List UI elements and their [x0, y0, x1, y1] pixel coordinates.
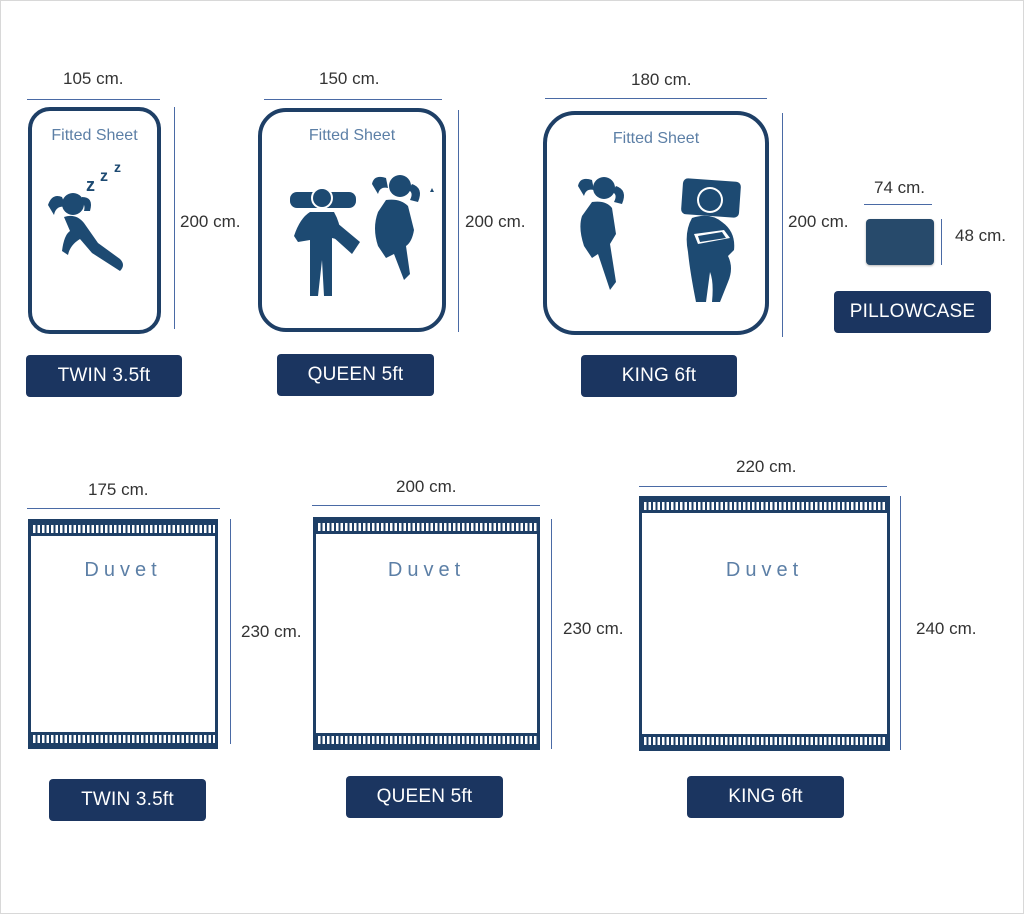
twin-sheet-width-label: 105 cm.	[63, 69, 124, 88]
two-sleepers-pillow-icon	[578, 177, 741, 302]
queen-sheet-length-line	[458, 110, 459, 332]
pillowcase-width-line	[864, 204, 932, 205]
queen-duvet-top-stitching	[316, 520, 537, 534]
twin-duvet-length-line	[230, 519, 231, 744]
king-duvet-title: Duvet	[725, 559, 804, 581]
twin-sheet-length-line	[174, 107, 175, 329]
queen-sheet-length-label: 200 cm.	[465, 212, 526, 231]
twin-duvet-width-line	[27, 508, 220, 509]
svg-text:z: z	[114, 159, 121, 175]
king-sheet-width-line	[545, 98, 767, 99]
queen-sheet-width-label: 150 cm.	[319, 69, 380, 88]
king-fitted-sheet: Fitted Sheet	[543, 111, 769, 335]
queen-duvet-length-line	[551, 519, 552, 749]
king-duvet-top-stitching	[642, 499, 887, 513]
queen-duvet-width-label: 200 cm.	[396, 477, 457, 496]
pillowcase-length-label: 48 cm.	[955, 226, 1007, 245]
pillowcase-length-line	[941, 219, 942, 265]
svg-text:z: z	[100, 168, 108, 185]
twin-duvet-top-stitching	[31, 522, 215, 536]
king-sheet-length-line	[782, 113, 783, 337]
queen-duvet-title: Duvet	[387, 559, 466, 581]
king-sheet-length-label: 200 cm.	[788, 212, 849, 231]
queen-sheet-title: Fitted Sheet	[308, 127, 396, 144]
king-duvet-width-line	[639, 486, 887, 487]
queen-sheet-size-badge: QUEEN 5ft	[277, 354, 434, 396]
king-sheet-title: Fitted Sheet	[612, 130, 700, 147]
twin-duvet: Duvet	[28, 519, 218, 749]
queen-duvet: Duvet	[313, 517, 540, 750]
twin-duvet-size-badge: TWIN 3.5ft	[49, 779, 206, 821]
queen-duvet-length-label: 230 cm.	[563, 619, 624, 638]
twin-duvet-width-label: 175 cm.	[88, 480, 149, 499]
twin-duvet-bottom-stitching	[31, 732, 215, 746]
pillowcase-badge: PILLOWCASE	[834, 291, 991, 333]
twin-fitted-sheet: Fitted Sheet	[28, 107, 161, 334]
king-duvet-width-label: 220 cm.	[736, 457, 797, 476]
twin-sheet-width-line	[27, 99, 160, 100]
twin-sheet-title: Fitted Sheet	[51, 127, 138, 144]
twin-sheet-size-badge: TWIN 3.5ft	[26, 355, 182, 397]
king-duvet-size-badge: KING 6ft	[687, 776, 844, 818]
queen-fitted-sheet: Fitted Sheet	[258, 108, 446, 332]
king-sheet-width-label: 180 cm.	[631, 70, 692, 89]
king-duvet-bottom-stitching	[642, 734, 887, 748]
king-duvet-length-label: 240 cm.	[916, 619, 977, 638]
queen-duvet-size-badge: QUEEN 5ft	[346, 776, 503, 818]
king-duvet: Duvet	[639, 496, 890, 751]
svg-text:z: z	[86, 175, 95, 195]
king-sheet-size-badge: KING 6ft	[581, 355, 737, 397]
pillowcase-shape	[866, 219, 934, 265]
king-duvet-length-line	[900, 496, 901, 750]
twin-duvet-title: Duvet	[84, 559, 162, 581]
queen-duvet-bottom-stitching	[316, 733, 537, 747]
twin-duvet-length-label: 230 cm.	[241, 622, 302, 641]
queen-duvet-width-line	[312, 505, 540, 506]
pillowcase-width-label: 74 cm.	[874, 178, 926, 197]
twin-sheet-length-label: 200 cm.	[180, 212, 241, 231]
two-sleepers-icon	[290, 175, 434, 296]
queen-sheet-width-line	[264, 99, 442, 100]
sleeping-person-zzz-icon: z z z	[48, 159, 123, 271]
